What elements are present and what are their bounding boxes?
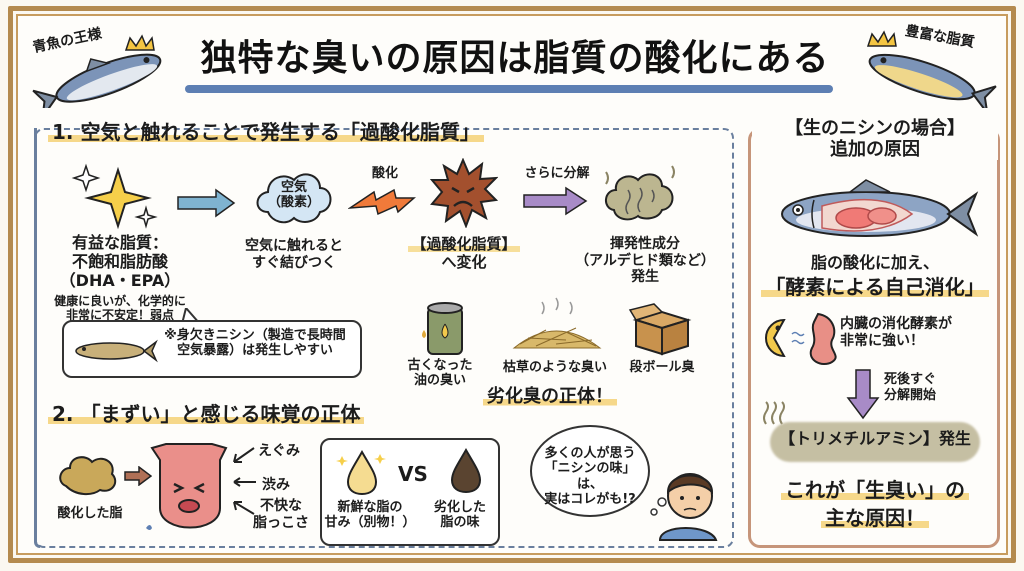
- tongue-face-icon: [146, 443, 228, 530]
- herring-anatomy-icon: [781, 179, 979, 237]
- sparkle-icon: [71, 163, 158, 230]
- smell-cloud-icon: [605, 165, 675, 221]
- thought-line-1: 多くの人が思う: [544, 446, 636, 461]
- peroxide-line-1: 【過酸化脂質】: [408, 235, 520, 253]
- beneficial-lipid-label: 有益な脂質： 不飽和脂肪酸 （DHA・EPA）: [50, 233, 190, 291]
- fresh-line-1: 新鮮な脂の: [337, 500, 403, 515]
- right-panel-heading: 【生のニシンの場合】 追加の原因: [752, 118, 998, 161]
- hay-label: 枯草のような臭い: [502, 360, 607, 375]
- volatile-line-3: 発生: [631, 269, 659, 286]
- conclusion-line-2: 主な原因！: [821, 506, 929, 530]
- thought-bubble: [530, 425, 650, 517]
- section-1-heading: 1. 空気と触れることで発生する「過酸化脂質」: [48, 116, 484, 145]
- hay-icon: [512, 297, 602, 349]
- enzyme-line-2: 非常に強い！: [840, 332, 924, 349]
- section-2-heading: 2. 「まずい」と感じる味覚の正体: [48, 398, 365, 427]
- callout-line-1: ※身欠きニシン（製造で長時間: [164, 328, 346, 343]
- angry-virus-icon: [429, 158, 498, 228]
- callout-text: ※身欠きニシン（製造で長時間 空気暴露）は発生しやすい: [150, 328, 360, 359]
- volatile-line-2: （アルデヒド類など）: [575, 252, 715, 269]
- outer-frame: [8, 6, 1016, 563]
- decomposition-label: さらに分解: [524, 166, 590, 181]
- cloud-line-2: （酸素）: [267, 195, 320, 211]
- thought-text: 多くの人が思う 「ニシンの味」は、 実はコレがも!?: [534, 446, 646, 507]
- cloud-label: 空気 （酸素）: [252, 180, 336, 211]
- arrow-right-purple-icon: [523, 186, 588, 216]
- air-contact-label: 空気に触れると すぐ結びつく: [234, 238, 354, 271]
- degraded-fat-label: 劣化した 脂の味: [424, 500, 496, 531]
- tma-result: 【トリメチルアミン】発生: [779, 429, 971, 448]
- air-line-2: すぐ結びつく: [252, 254, 336, 271]
- oxidation-label: 酸化: [371, 166, 398, 181]
- air-line-1: 空気に触れると: [245, 238, 343, 254]
- odor-summary-text: 劣化臭の正体！: [483, 386, 617, 407]
- lipid-note-line-1: 健康に良いが、化学的に: [54, 294, 186, 308]
- taste-unpleasant-line-2: 脂っこさ: [253, 514, 309, 531]
- lipid-line-2: 不飽和脂肪酸: [71, 251, 168, 271]
- lipid-line-1: 有益な脂質：: [71, 233, 168, 252]
- tma-smell-cloud: [770, 422, 980, 462]
- lipid-note: 健康に良いが、化学的に 非常に不安定！弱点: [45, 294, 195, 322]
- volatile-line-1: 揮発性成分: [610, 236, 680, 252]
- taste-shibumi: 渋み: [262, 477, 290, 493]
- thought-line-3: 実はコレがも!?: [544, 491, 636, 507]
- cardboard-label: 段ボール臭: [629, 360, 695, 375]
- oil-can-icon: [422, 302, 463, 355]
- callout-line-2: 空気暴露）は発生しやすい: [177, 343, 333, 359]
- oxidized-fat-label: 酸化した脂: [57, 506, 123, 521]
- volatile-label: 揮発性成分 （アルデヒド類など） 発生: [570, 236, 720, 286]
- autolysis-highlight: 「酵素による自己消化」: [752, 275, 998, 300]
- conclusion-line-1: これが「生臭い」の: [781, 478, 969, 502]
- odor-summary: 劣化臭の正体！: [470, 386, 630, 407]
- lipid-oxidation-add-text: 脂の酸化に加え、: [810, 253, 939, 272]
- lightning-arrow-icon: [348, 188, 416, 216]
- fresh-fat-drop-icon: [336, 449, 386, 496]
- enzyme-line-1: 内臓の消化酵素が: [840, 316, 952, 332]
- herring-crown-left-icon: [32, 34, 162, 108]
- arrow-right-icon: [177, 188, 236, 218]
- decomp-line-1: 死後すぐ: [884, 372, 937, 387]
- peroxide-line-2: へ変化: [441, 252, 487, 271]
- vs-label: VS: [398, 462, 428, 486]
- lipid-line-3: （DHA・EPA）: [59, 270, 181, 290]
- thinking-person-icon: [650, 473, 718, 541]
- arrow-right-brown-icon: [124, 466, 152, 486]
- right-heading-line-1: 【生のニシンの場合】: [785, 118, 965, 139]
- decomp-line-2: 分解開始: [884, 387, 937, 403]
- old-oil-line-2: 油の臭い: [413, 373, 466, 389]
- cardboard-box-icon: [628, 303, 692, 356]
- cloud-icon: [256, 173, 332, 224]
- taste-arrows-icon: [233, 447, 256, 515]
- fresh-line-2: 甘み（別物！）: [324, 515, 416, 531]
- degraded-line-2: 脂の味: [440, 515, 480, 531]
- taste-unpleasant-line-1: 不快な: [260, 498, 302, 514]
- section-1-heading-text: 1. 空気と触れることで発生する「過酸化脂質」: [48, 120, 484, 144]
- fresh-fat-label: 新鮮な脂の 甘み（別物！）: [322, 500, 418, 531]
- decomp-start-text: 死後すぐ 分解開始: [884, 372, 936, 403]
- degraded-fat-drop-icon: [450, 447, 482, 494]
- cloud-line-1: 空気: [280, 180, 307, 195]
- taste-egumi: えぐみ: [258, 443, 300, 459]
- oxidized-fat-icon: [59, 456, 117, 496]
- arrow-down-purple-icon: [846, 369, 880, 420]
- peroxide-lipid-label: 【過酸化脂質】 へ変化: [402, 235, 526, 271]
- page-title: 独特な臭いの原因は脂質の酸化にある: [200, 38, 830, 79]
- smell-wave-icon: [763, 401, 785, 425]
- lipid-note-line-2: 非常に不安定！弱点: [65, 308, 174, 323]
- conclusion: これが「生臭い」の 主な原因！: [752, 476, 998, 532]
- section-2-heading-text: 2. 「まずい」と感じる味覚の正体: [48, 402, 365, 426]
- enzyme-text: 内臓の消化酵素が 非常に強い！: [840, 316, 990, 349]
- old-oil-line-1: 古くなった: [407, 358, 473, 373]
- dried-herring-icon: [75, 339, 158, 363]
- herring-crown-right-icon: [866, 30, 997, 108]
- thought-line-2: 「ニシンの味」は、: [544, 461, 636, 492]
- old-oil-label: 古くなった 油の臭い: [404, 358, 476, 389]
- panel-accent-line: [34, 128, 40, 548]
- degraded-line-1: 劣化した: [433, 500, 486, 515]
- taste-unpleasant: 不快な 脂っこさ: [246, 498, 316, 531]
- enzyme-stomach-icon: [765, 312, 837, 366]
- right-heading-line-2: 追加の原因: [830, 139, 920, 161]
- autolysis-highlight-text: 「酵素による自己消化」: [761, 275, 989, 299]
- title-underline: [185, 85, 833, 93]
